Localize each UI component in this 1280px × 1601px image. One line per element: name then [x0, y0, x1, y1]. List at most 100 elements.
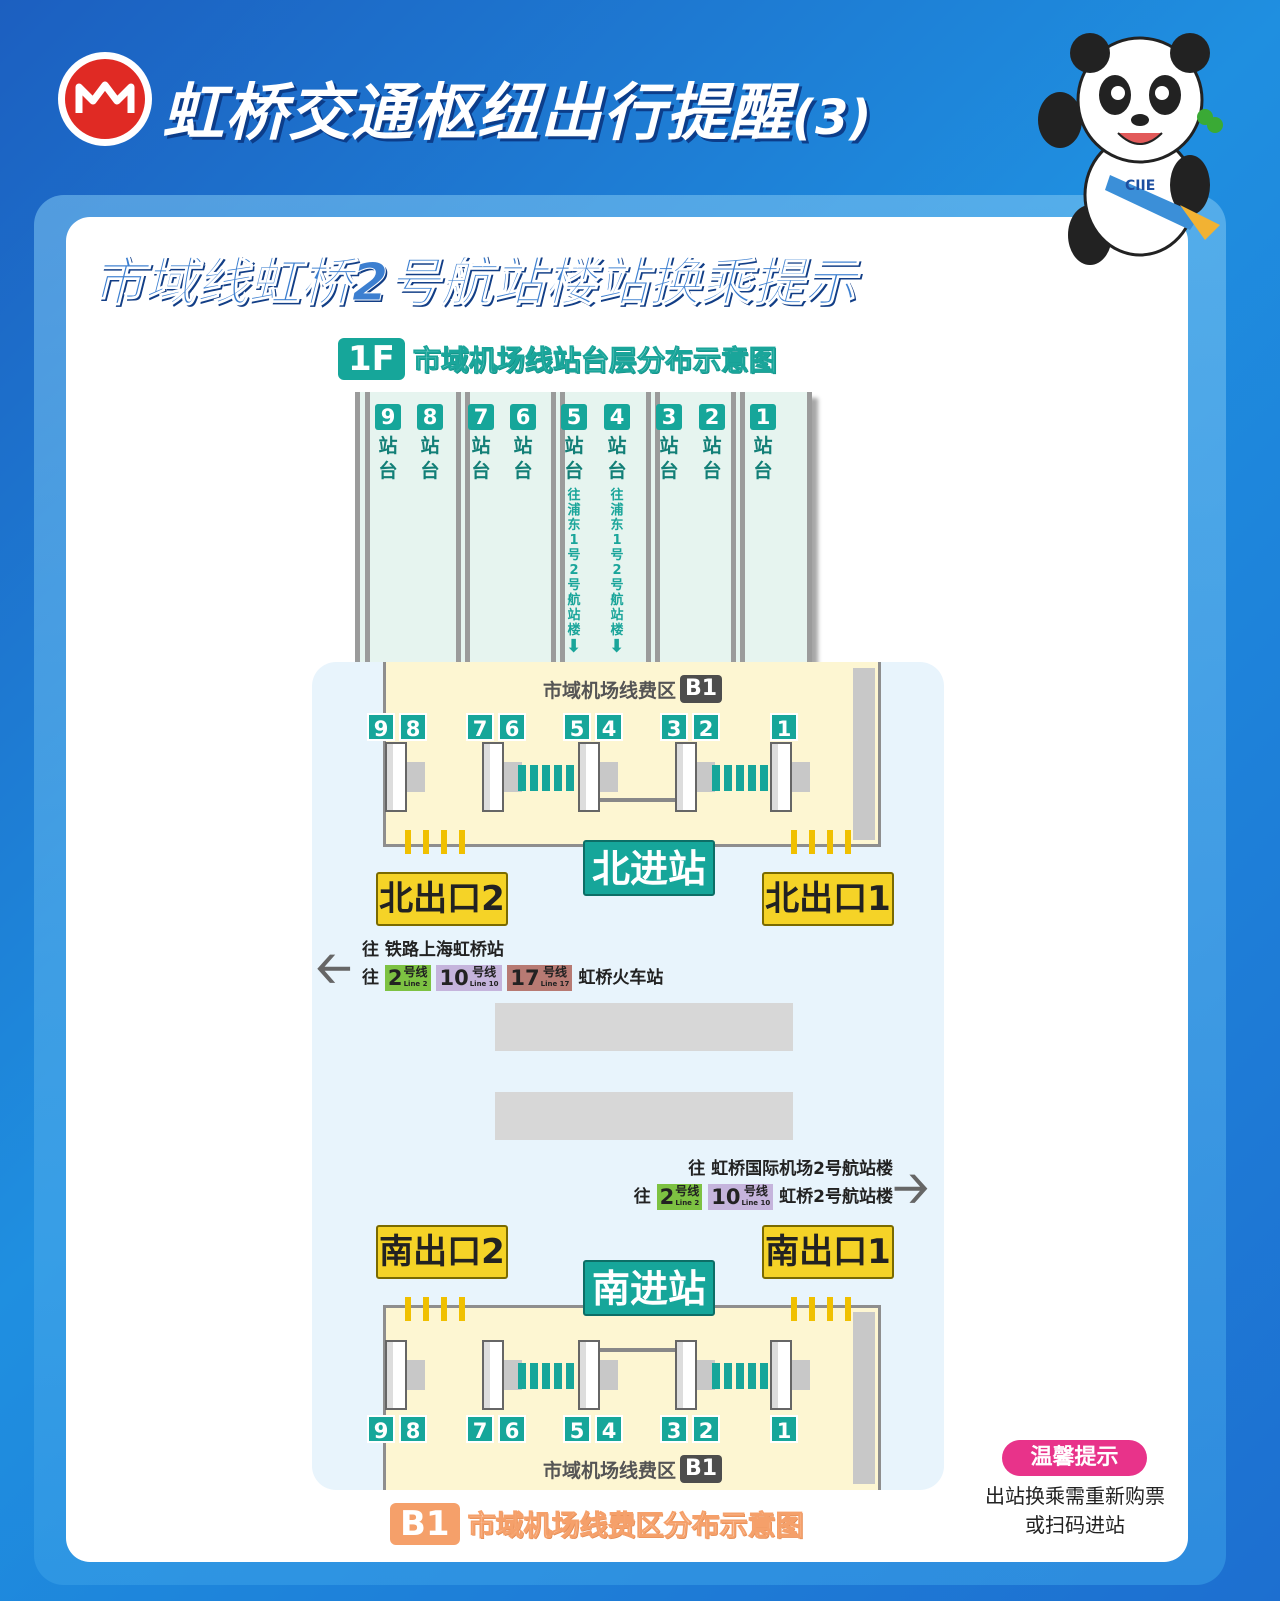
metro-logo: [58, 52, 152, 146]
stair-block: [792, 1360, 810, 1390]
platform-label: 站: [378, 435, 398, 457]
platform-label: 台: [753, 460, 773, 482]
tip-badge: 温馨提示: [1002, 1440, 1147, 1476]
fare-gate-icon: [845, 830, 851, 854]
line-number: 2: [387, 966, 403, 990]
exit-south-2: 南出口2: [376, 1225, 508, 1279]
fare-gate-icon: [459, 1297, 465, 1321]
transfer-channel-icon: [724, 1363, 732, 1389]
platform-number: 6: [510, 404, 536, 430]
stair-block: [504, 762, 522, 792]
platform-number: 3: [656, 404, 682, 430]
escalator-icon: [482, 742, 504, 812]
stair-block: [697, 1360, 715, 1390]
transfer-channel-icon: [724, 765, 732, 791]
transfer-channel-icon: [542, 1363, 550, 1389]
transfer-channel-icon: [760, 1363, 768, 1389]
escalator-icon: [578, 1340, 600, 1410]
transfer-channel-icon: [530, 1363, 538, 1389]
platform-label: 站: [702, 435, 722, 457]
tip-text: 出站换乘需重新购票或扫码进站: [985, 1484, 1165, 1537]
line-english-name: Line 10: [469, 980, 499, 988]
track-divider: [560, 392, 565, 662]
structure-block: [495, 1003, 793, 1051]
level-b1-tag: B1: [390, 1503, 460, 1545]
platform-label: 站: [753, 435, 773, 457]
fare-gate-icon: [827, 830, 833, 854]
track-divider: [807, 392, 812, 662]
transfer-channel-icon: [566, 1363, 574, 1389]
track-divider: [731, 392, 736, 662]
level-b1-label: 市域机场线费区分布示意图: [467, 1509, 804, 1543]
platform-number: 9: [375, 404, 401, 430]
platform-label: 台: [659, 460, 679, 482]
b1-platform-number: 1: [770, 713, 798, 741]
fare-gate-icon: [459, 830, 465, 854]
passage-line: [600, 1348, 675, 1352]
platform-label: 台: [564, 460, 584, 482]
b1-platform-number: 6: [498, 1415, 526, 1443]
structure-block: [495, 1092, 793, 1140]
fare-gate-icon: [791, 1297, 797, 1321]
platform-label: 台: [607, 460, 627, 482]
arrow-down-icon: ⬇: [609, 636, 625, 657]
stair-block: [792, 762, 810, 792]
fare-gate-icon: [809, 1297, 815, 1321]
platform-number: 8: [417, 404, 443, 430]
platform-label: 站: [659, 435, 679, 457]
entry-north: 北进站: [583, 840, 715, 896]
wall-north: [853, 668, 875, 840]
fare-gate-icon: [441, 1297, 447, 1321]
exit-north-2: 北出口2: [376, 872, 508, 926]
stair-block: [600, 762, 618, 792]
b1-platform-number: 9: [367, 1415, 395, 1443]
fare-zone-north: [383, 662, 881, 847]
fare-gate-icon: [405, 1297, 411, 1321]
panda-mascot-icon: CIIE: [1030, 25, 1230, 275]
stair-block: [407, 1360, 425, 1390]
b1-platform-number: 3: [660, 713, 688, 741]
b1-platform-number: 7: [466, 1415, 494, 1443]
b1-platform-number: 1: [770, 1415, 798, 1443]
platform-label: 台: [702, 460, 722, 482]
b1-platform-number: 4: [595, 1415, 623, 1443]
b1-platform-number: 5: [563, 713, 591, 741]
platform-label: 站: [420, 435, 440, 457]
line-name: 号线: [675, 1184, 700, 1198]
escalator-icon: [675, 1340, 697, 1410]
fare-zone-south: [383, 1305, 881, 1490]
fare-gate-icon: [791, 830, 797, 854]
platform-number: 2: [699, 404, 725, 430]
escalator-icon: [385, 1340, 407, 1410]
wall-south: [853, 1312, 875, 1484]
passage-line: [600, 798, 675, 802]
transfer-channel-icon: [542, 765, 550, 791]
platform-number: 4: [604, 404, 630, 430]
fare-gate-icon: [845, 1297, 851, 1321]
track-divider: [456, 392, 461, 662]
escalator-icon: [770, 742, 792, 812]
line-name: 号线: [472, 965, 497, 979]
escalator-icon: [578, 742, 600, 812]
section-subtitle: 市域线虹桥2号航站楼站换乘提示: [91, 253, 857, 314]
line-english-name: Line 17: [540, 980, 570, 988]
track-divider: [355, 392, 360, 662]
b1-platform-number: 2: [692, 713, 720, 741]
line-number: 10: [439, 966, 469, 990]
b1-platform-number: 6: [498, 713, 526, 741]
b1-platform-number: 8: [399, 1415, 427, 1443]
line-english-name: Line 10: [741, 1199, 771, 1207]
page-title: 虹桥交通枢纽出行提醒(3): [162, 76, 873, 149]
b1-platform-number: 8: [399, 713, 427, 741]
platform-number: 5: [561, 404, 587, 430]
level-1f-tag: 1F: [338, 338, 405, 380]
